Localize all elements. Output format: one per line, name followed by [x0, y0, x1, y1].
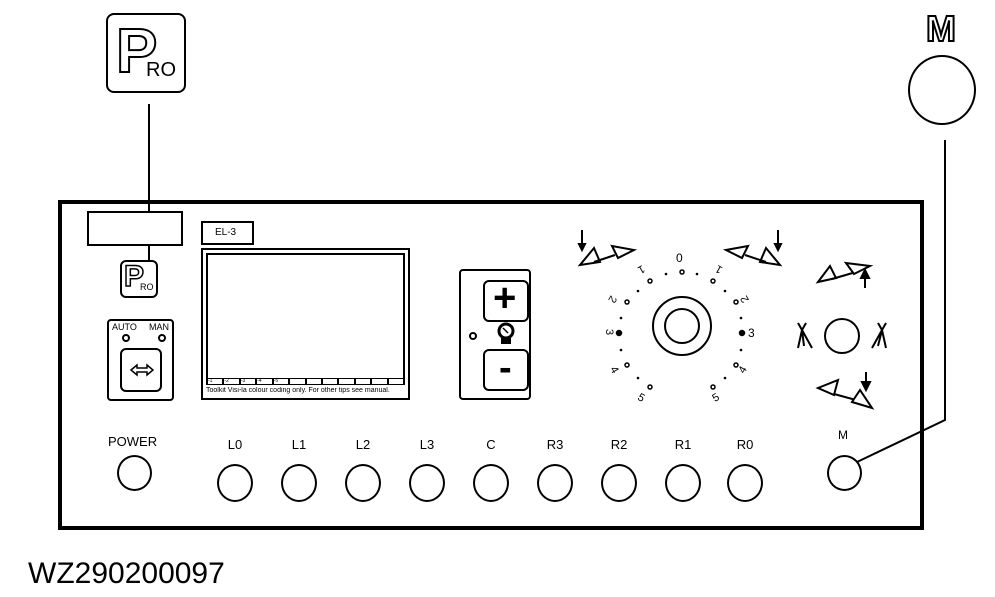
section-button-R2[interactable] [601, 464, 637, 502]
dial-label-left-3: 3 [603, 328, 616, 336]
section-label: C [486, 437, 496, 452]
pro-leader-line [148, 104, 150, 266]
dial-label-0: 0 [676, 251, 683, 265]
section-L3: L3 [406, 437, 448, 502]
pro-small-letters: RO [146, 59, 176, 81]
m-button[interactable] [827, 455, 862, 491]
segment [355, 379, 371, 384]
auto-label: AUTO [112, 322, 137, 332]
dial-label-right-3: 3 [748, 326, 755, 340]
pressure-gauge-icon [497, 322, 515, 344]
display-frame: -1 -2 -3 -4 -5 Toolkit Visi-la colour co… [201, 248, 410, 400]
boom-control-cluster [797, 261, 887, 410]
section-label: L1 [291, 437, 307, 452]
section-button-L1[interactable] [281, 464, 317, 502]
section-button-L0[interactable] [217, 464, 253, 502]
man-indicator-led [158, 334, 166, 342]
section-R2: R2 [598, 437, 640, 502]
plus-label: + [493, 276, 517, 320]
model-label-box: EL-3 [201, 221, 254, 245]
segment [306, 379, 321, 384]
boom-fold-right-icon [722, 230, 783, 267]
pro-button-small-letters: RO [140, 282, 154, 292]
auto-indicator-led [122, 334, 130, 342]
section-R1: R1 [662, 437, 704, 502]
section-label: R2 [610, 437, 628, 452]
segment: -2 [224, 379, 239, 384]
m-callout-circle [908, 55, 976, 125]
display-segment-bar: -1 -2 -3 -4 -5 [206, 378, 405, 385]
section-button-R1[interactable] [665, 464, 701, 502]
section-label: R0 [736, 437, 754, 452]
segment [372, 379, 387, 384]
section-label: L3 [419, 437, 435, 452]
section-label: R1 [674, 437, 692, 452]
pressure-plus-button[interactable]: + [483, 276, 529, 322]
section-button-R3[interactable] [537, 464, 573, 502]
section-R0: R0 [724, 437, 766, 502]
boom-raise-icon [815, 261, 874, 288]
nozzle-left-icon [797, 322, 813, 349]
section-buttons-row: L0 L1 L2 L3 C R3 R2 R1 R0 [214, 437, 774, 507]
segment: -5 [273, 379, 289, 384]
pro-button[interactable]: P RO [120, 259, 158, 298]
segment: -4 [257, 379, 272, 384]
left-right-arrow-icon [129, 363, 155, 377]
m-callout-letter: M [925, 7, 957, 50]
pressure-indicator-led [469, 332, 477, 340]
section-L2: L2 [342, 437, 384, 502]
section-R3: R3 [534, 437, 576, 502]
selector-dial[interactable] [560, 220, 800, 420]
section-C: C [470, 437, 512, 502]
boom-center-button [824, 318, 860, 354]
pressure-minus-button[interactable]: - [483, 347, 529, 391]
minus-label: - [499, 347, 512, 389]
auto-man-switch-panel: AUTO MAN [107, 319, 174, 401]
pro-callout-icon: P RO [106, 13, 186, 93]
figure-id: WZ290200097 [28, 557, 225, 590]
m-button-label: M [838, 428, 848, 442]
man-label: MAN [149, 322, 169, 332]
boom-fold-left-icon [577, 230, 638, 267]
section-button-C[interactable] [473, 464, 509, 502]
section-label: L2 [355, 437, 371, 452]
segment: -3 [240, 379, 256, 384]
control-panel [58, 200, 924, 530]
auto-man-toggle-button[interactable] [120, 348, 162, 392]
nozzle-right-icon [871, 322, 887, 349]
pro-button-big-letter: P [123, 259, 145, 294]
display-note: Toolkit Visi-la colour coding only. For … [206, 387, 390, 394]
section-L0: L0 [214, 437, 256, 502]
display-screen [206, 253, 405, 380]
model-label: EL-3 [215, 227, 237, 238]
power-button[interactable] [117, 455, 152, 491]
section-label: L0 [227, 437, 243, 452]
segment [339, 379, 354, 384]
section-button-L2[interactable] [345, 464, 381, 502]
segment: -1 [208, 379, 223, 384]
section-L1: L1 [278, 437, 320, 502]
section-button-L3[interactable] [409, 464, 445, 502]
pressure-control-panel: + - [459, 269, 531, 400]
boom-lower-icon [815, 372, 875, 410]
section-label: R3 [546, 437, 564, 452]
pro-big-letter: P [115, 16, 158, 87]
blank-label-box [87, 211, 183, 246]
power-label: POWER [108, 434, 158, 449]
segment [322, 379, 338, 384]
segment [388, 379, 404, 384]
segment [290, 379, 305, 384]
section-button-R0[interactable] [727, 464, 763, 502]
